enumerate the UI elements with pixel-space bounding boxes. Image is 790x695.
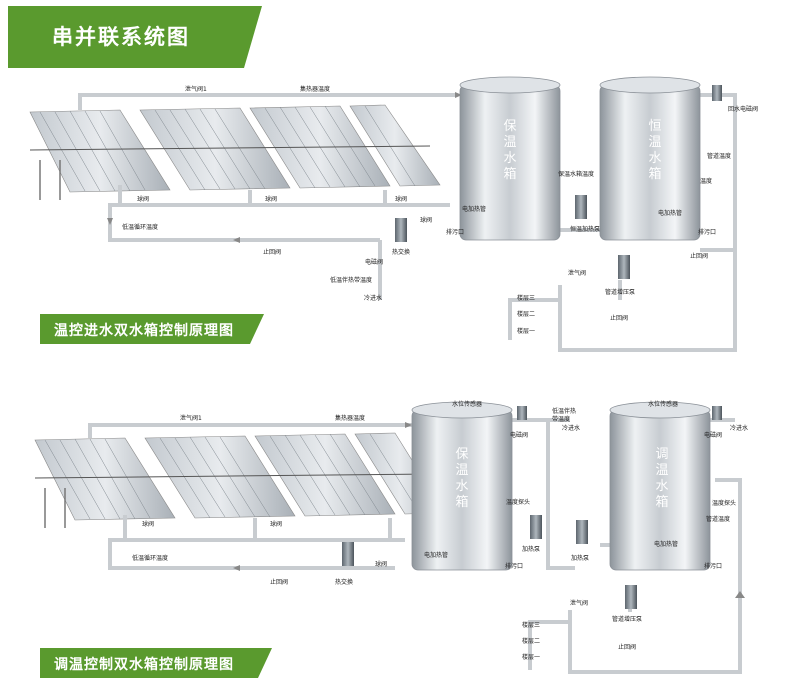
label-ball-valve-s2-3: 球阀 — [375, 560, 387, 568]
tank-4-char-1: 调 — [655, 447, 668, 462]
tank-1-char-3: 水 — [503, 151, 516, 166]
label-heat-pump: 加热泵 — [522, 545, 540, 553]
label-solenoid-valve-s2: 电磁阀 — [510, 431, 528, 439]
label-heat-exchange-s2: 热交换 — [335, 578, 353, 586]
tank-2-char-1: 恒 — [648, 119, 661, 134]
tank-2-char-4: 箱 — [648, 166, 661, 182]
label-drain-s2: 排污口 — [505, 562, 523, 570]
label-solenoid-valve: 电磁阀 — [365, 258, 383, 266]
label-solenoid-valve-2-s2: 电磁阀 — [704, 431, 722, 439]
section-2-diagram: 保 温 水 箱 调 温 水 箱 泄气阀1 集热器温度 水位传感器 电磁阀 低温伴 — [34, 400, 748, 674]
label-temp-probe-2: 温度探头 — [712, 499, 736, 507]
label-heat-pump-2: 加热泵 — [571, 554, 589, 562]
label-check-valve-s2: 止回阀 — [270, 578, 288, 586]
tank-1-char-4: 箱 — [503, 166, 516, 182]
label-drain-2: 排污口 — [698, 228, 716, 236]
label-temp: 温度 — [700, 177, 712, 185]
label-ball-valve-1: 球阀 — [137, 195, 149, 203]
label-heater-tube-s2: 电加热管 — [424, 551, 448, 559]
tank-3-char-4: 箱 — [455, 494, 468, 510]
pipe-network — [78, 93, 737, 352]
section-2-caption-banner: 调温控制双水箱控制原理图 — [40, 648, 272, 678]
label-pressure-pump: 管道增压泵 — [605, 288, 635, 296]
label-cold-water-s2: 冷进水 — [562, 424, 580, 432]
page-title: 串并联系统图 — [52, 25, 190, 49]
pump-icon-2 — [342, 406, 722, 609]
tank-3-char-1: 保 — [455, 447, 468, 462]
label-ball-valve-s2-1: 球阀 — [142, 520, 154, 528]
section-1-caption-banner: 温控进水双水箱控制原理图 — [40, 314, 264, 344]
label-floor-2: 楼层二 — [517, 310, 535, 318]
section-1-caption: 温控进水双水箱控制原理图 — [54, 323, 234, 339]
label-pipe-temp: 管道温度 — [707, 152, 731, 160]
label-cold-water: 冷进水 — [364, 294, 382, 302]
label-temp-probe: 温度探头 — [506, 498, 530, 506]
insulation-tank-1: 保 温 水 箱 — [459, 76, 561, 241]
label-pressure-pump-s2: 管道增压泵 — [612, 615, 642, 623]
adjust-temp-tank: 调 温 水 箱 — [609, 401, 711, 571]
tank-4-char-4: 箱 — [655, 494, 668, 510]
label-loop-temp: 低温循环温度 — [122, 223, 158, 231]
pipe-network-2 — [88, 418, 742, 674]
tank-4-char-3: 水 — [655, 479, 668, 494]
label-heat-exchange: 热交换 — [392, 248, 410, 256]
tank-3-char-2: 温 — [455, 463, 468, 478]
label-ball-valve-3: 球阀 — [395, 195, 407, 203]
label-check-valve: 止回阀 — [263, 248, 281, 256]
tank-1-char-1: 保 — [503, 119, 516, 134]
label-check-valve-2-s2: 止回阀 — [618, 643, 636, 651]
label-level-sensor: 水位传感器 — [452, 400, 482, 408]
label-low-temp-pipe-a: 低温伴热 — [552, 407, 576, 415]
label-ball-valve-s2-2: 球阀 — [270, 520, 282, 528]
label-check-valve-3: 止回阀 — [610, 314, 628, 322]
label-ball-valve-2: 球阀 — [265, 195, 277, 203]
section-2-caption: 调温控制双水箱控制原理图 — [54, 657, 234, 673]
label-vent-valve-2: 泄气阀 — [568, 269, 586, 277]
label-floor-3-s2: 楼层三 — [522, 621, 540, 629]
tank-2-char-3: 水 — [648, 151, 661, 166]
label-tank-temp: 保温水箱温度 — [558, 170, 594, 178]
label-pipe-temp-s2: 管道温度 — [706, 515, 730, 523]
label-ball-valve-4: 球阀 — [420, 216, 432, 224]
label-floor-2-s2: 楼层二 — [522, 637, 540, 645]
title-banner: 串并联系统图 — [8, 6, 262, 68]
tank-1-char-2: 温 — [503, 135, 516, 150]
tank-4-char-2: 温 — [655, 463, 668, 478]
label-check-valve-2: 止回阀 — [690, 252, 708, 260]
label-heater-tube-2-s2: 电加热管 — [654, 540, 678, 548]
pump-icon — [395, 85, 722, 279]
label-vent-valve: 泄气阀1 — [185, 85, 207, 93]
label-low-temp-pipe-b: 带温度 — [552, 415, 570, 423]
label-drain-2-s2: 排污口 — [704, 562, 722, 570]
label-heater-tube-2: 电加热管 — [658, 209, 682, 217]
label-heater-tube: 电加热管 — [462, 205, 486, 213]
label-collector-temp-s2: 集热器温度 — [335, 414, 365, 422]
label-cold-water-2-s2: 冷进水 — [730, 424, 748, 432]
solar-collector-array — [29, 104, 441, 200]
label-vent-valve-s2: 泄气阀1 — [180, 414, 202, 422]
label-low-temp-pipe: 低温伴热带温度 — [330, 276, 372, 284]
label-drain: 排污口 — [446, 228, 464, 236]
constant-temp-tank-1: 恒 温 水 箱 — [599, 76, 701, 241]
section-1-diagram: 保 温 水 箱 恒 温 水 箱 泄气阀1 集热器温度 球阀 球阀 球阀 低温 — [29, 76, 758, 352]
tank-2-char-2: 温 — [648, 135, 661, 150]
label-floor-1: 楼层一 — [517, 327, 535, 335]
solar-collector-array-2 — [34, 432, 446, 528]
label-vent-valve-2-s2: 泄气阀 — [570, 599, 588, 607]
label-floor-1-s2: 楼层一 — [522, 653, 540, 661]
tank-3-char-3: 水 — [455, 479, 468, 494]
label-level-sensor-2: 水位传感器 — [648, 400, 678, 408]
label-loop-temp-s2: 低温循环温度 — [132, 554, 168, 562]
label-collector-temp: 集热器温度 — [300, 85, 330, 93]
label-floor-3: 楼层三 — [517, 294, 535, 302]
label-const-pump: 恒温加热泵 — [570, 225, 600, 233]
label-return-solenoid: 回水电磁阀 — [728, 105, 758, 113]
insulation-tank-2: 保 温 水 箱 — [411, 401, 513, 571]
